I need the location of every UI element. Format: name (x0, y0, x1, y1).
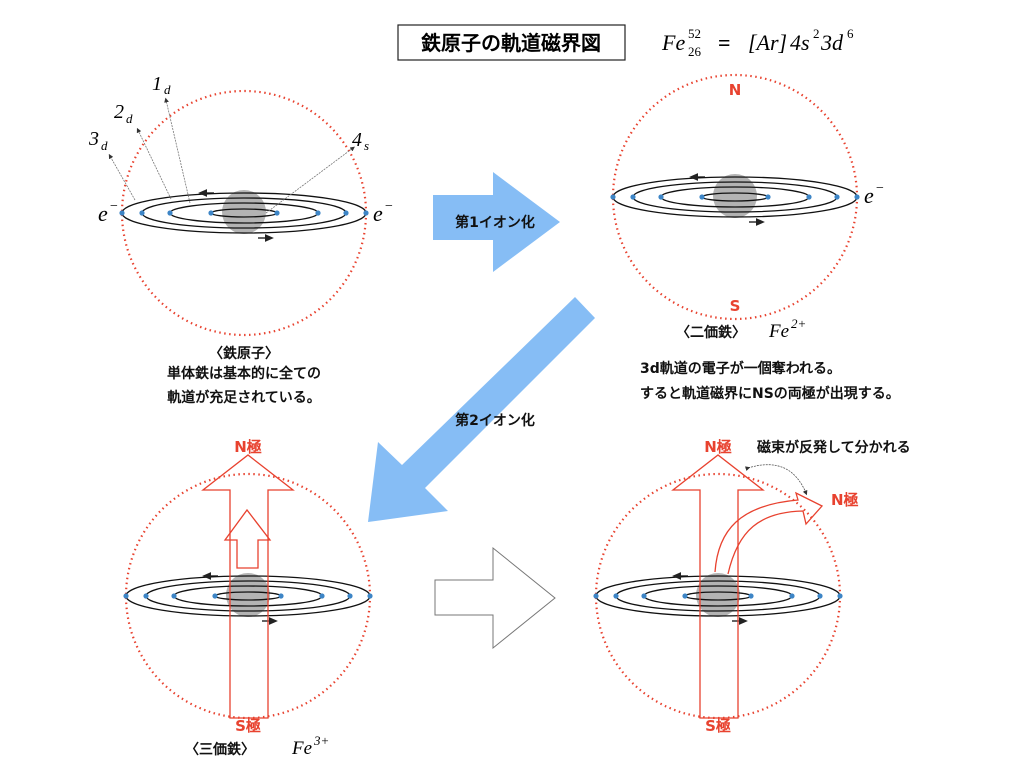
first-ionization-arrow (433, 172, 560, 272)
electron (699, 194, 705, 200)
south-pole-label: S (730, 297, 741, 315)
svg-text:3+: 3+ (313, 733, 329, 748)
svg-text:d: d (126, 111, 133, 126)
electron (343, 210, 349, 216)
north-pole-label: N (729, 81, 742, 99)
formula-atomic: 26 (688, 44, 702, 59)
electron (139, 210, 145, 216)
ferrous-note-line2: すると軌道磁界にNSの両極が出現する。 (640, 385, 900, 402)
electron (167, 210, 173, 216)
electron (119, 210, 125, 216)
electron (748, 593, 754, 599)
orbital-pointers (108, 97, 355, 214)
electron (274, 210, 280, 216)
transition-arrow (434, 546, 556, 650)
south-pole-label-d3: S極 (235, 717, 261, 735)
electron (630, 194, 636, 200)
electron (658, 194, 664, 200)
formula-4s: 4s (790, 30, 810, 55)
svg-text:〈三価鉄〉: 〈三価鉄〉 (185, 741, 255, 758)
svg-text:Fe: Fe (291, 738, 312, 759)
svg-text:軌道が充足されている。: 軌道が充足されている。 (167, 389, 321, 406)
north-flux-arrow-d3 (201, 454, 295, 719)
svg-text:−: − (385, 199, 393, 214)
inner-flux-arrow (223, 508, 272, 569)
north-pole-label-d3: N極 (234, 438, 262, 456)
svg-text:−: − (110, 199, 118, 214)
svg-text:s: s (364, 138, 369, 153)
electron (834, 194, 840, 200)
electron (682, 593, 688, 599)
electron-label-right: e (373, 201, 383, 226)
formula-3d: 3d (820, 30, 844, 55)
electron-label-left: e (98, 201, 108, 226)
ferric-caption: 〈三価鉄〉 Fe 3+ (185, 733, 329, 759)
electron (212, 593, 218, 599)
formula-core: [Ar] (748, 30, 787, 55)
electron (806, 194, 812, 200)
svg-text:−: − (876, 181, 884, 196)
electron (208, 210, 214, 216)
electron (817, 593, 823, 599)
svg-text:2+: 2+ (791, 316, 806, 331)
electron (593, 593, 599, 599)
electron (789, 593, 795, 599)
formula-3d-exp: 6 (847, 26, 854, 41)
electron (765, 194, 771, 200)
north-pole-label-d4: N極 (704, 438, 732, 456)
electron (363, 210, 369, 216)
second-ionization-label: 第2イオン化 (455, 412, 535, 429)
electron (367, 593, 373, 599)
formula-element: Fe (661, 30, 685, 55)
ferrous-caption: 〈二価鉄〉 Fe 2+ (676, 316, 806, 342)
electron (837, 593, 843, 599)
north-flux-arrow-d4 (671, 454, 765, 719)
svg-text:〈二価鉄〉: 〈二価鉄〉 (676, 324, 746, 341)
title-box (397, 24, 626, 61)
flux-repulsion-note: 磁束が反発して分かれる (757, 439, 911, 456)
formula-mass: 52 (688, 26, 701, 41)
formula-equals: = (718, 30, 731, 55)
iron-atom-caption: 〈鉄原子〉 単体鉄は基本的に全ての 軌道が充足されている。 (167, 345, 321, 406)
orbital-label-2d: 2 (114, 101, 124, 123)
electron (319, 593, 325, 599)
electron (171, 593, 177, 599)
svg-text:〈鉄原子〉: 〈鉄原子〉 (209, 345, 279, 362)
orbital-label-4s: 4 (352, 129, 362, 151)
ferric-iron-split-atom (593, 472, 843, 720)
orbital-label-3d: 3 (88, 128, 99, 150)
electron (315, 210, 321, 216)
electron (347, 593, 353, 599)
svg-text:d: d (164, 82, 171, 97)
electron (278, 593, 284, 599)
svg-text:単体鉄は基本的に全ての: 単体鉄は基本的に全ての (167, 365, 321, 382)
formula-4s-exp: 2 (813, 26, 820, 41)
orbital-label-1d: 1 (152, 73, 162, 95)
iron-atom (119, 89, 369, 337)
split-flux-arrow (714, 491, 824, 575)
second-ionization-arrow (368, 297, 595, 522)
svg-text:d: d (101, 138, 108, 153)
electron-configuration-formula: Fe 52 26 = [Ar] 4s 2 3d 6 (661, 26, 854, 59)
electron (143, 593, 149, 599)
ferric-iron-atom (123, 472, 373, 720)
svg-text:Fe: Fe (768, 321, 789, 342)
ferrous-iron-atom (610, 73, 860, 321)
orbital-labels: 1 d 2 d 3 d 4 s (88, 73, 369, 153)
split-north-pole-label: N極 (831, 491, 859, 509)
electron (610, 194, 616, 200)
page-title: 鉄原子の軌道磁界図 (421, 31, 601, 55)
electron (854, 194, 860, 200)
electron-labels: e − e − e − (98, 181, 884, 226)
electron (123, 593, 129, 599)
electron (613, 593, 619, 599)
electron (641, 593, 647, 599)
repulsion-arrow (744, 464, 808, 496)
south-pole-label-d4: S極 (705, 717, 731, 735)
ferrous-note-line1: 3d軌道の電子が一個奪われる。 (640, 360, 841, 377)
first-ionization-label: 第1イオン化 (455, 214, 535, 231)
electron-label-d2: e (864, 183, 874, 208)
